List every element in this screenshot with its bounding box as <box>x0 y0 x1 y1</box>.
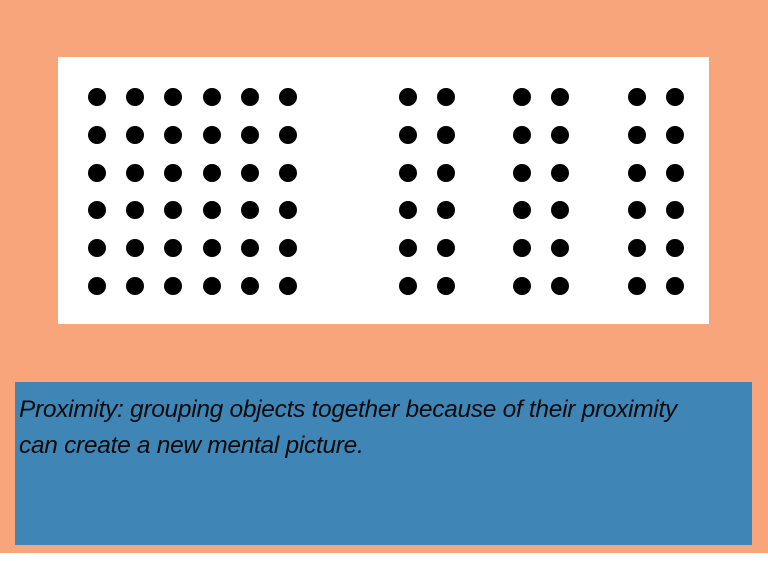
dot <box>240 201 259 220</box>
dot <box>279 277 297 295</box>
dot <box>126 201 145 220</box>
dot <box>399 239 417 258</box>
dot <box>88 163 106 182</box>
dot <box>628 88 646 106</box>
dot <box>513 163 531 182</box>
dot <box>628 125 646 144</box>
dot <box>164 277 183 295</box>
dot <box>551 163 569 182</box>
dot <box>126 277 145 295</box>
dot <box>666 163 684 182</box>
dot <box>666 125 684 144</box>
caption-text: Proximity: grouping objects together bec… <box>19 396 677 459</box>
dot <box>202 163 221 182</box>
dot <box>437 239 455 258</box>
dot <box>399 201 417 220</box>
dot <box>551 239 569 258</box>
dot <box>202 239 221 258</box>
dot <box>240 239 259 258</box>
dot <box>513 88 531 106</box>
dot <box>240 125 259 144</box>
dot <box>551 277 569 295</box>
dot <box>513 277 531 295</box>
dot <box>240 277 259 295</box>
dot <box>164 163 183 182</box>
dot <box>551 125 569 144</box>
dot <box>279 125 297 144</box>
dot <box>126 239 145 258</box>
dot <box>513 201 531 220</box>
dot <box>279 88 297 106</box>
dot <box>628 201 646 220</box>
dot <box>240 163 259 182</box>
dot <box>240 88 259 106</box>
dot <box>279 201 297 220</box>
dot <box>551 201 569 220</box>
dot <box>202 88 221 106</box>
dot <box>666 88 684 106</box>
dot-grid-figure <box>58 57 709 324</box>
dot <box>88 277 106 295</box>
dot <box>399 277 417 295</box>
dot <box>164 125 183 144</box>
dot <box>666 201 684 220</box>
dot <box>126 88 145 106</box>
dot <box>666 239 684 258</box>
dot <box>202 125 221 144</box>
dot <box>437 125 455 144</box>
dot <box>628 239 646 258</box>
dot <box>126 163 145 182</box>
dot <box>88 125 106 144</box>
dot <box>88 239 106 258</box>
dot <box>126 125 145 144</box>
dot <box>628 277 646 295</box>
dot <box>279 239 297 258</box>
dot <box>88 201 106 220</box>
caption-box: Proximity: grouping objects together bec… <box>15 382 752 545</box>
dot <box>202 277 221 295</box>
dot <box>513 239 531 258</box>
dot <box>202 201 221 220</box>
dot <box>399 163 417 182</box>
dot <box>437 277 455 295</box>
dot <box>437 201 455 220</box>
dot <box>437 163 455 182</box>
dot <box>437 88 455 106</box>
dot <box>279 163 297 182</box>
dot <box>628 163 646 182</box>
dot <box>164 88 183 106</box>
dot <box>88 88 106 106</box>
dot <box>666 277 684 295</box>
dot <box>164 201 183 220</box>
dot <box>513 125 531 144</box>
dot <box>164 239 183 258</box>
dot <box>551 88 569 106</box>
dot <box>399 88 417 106</box>
dot <box>399 125 417 144</box>
